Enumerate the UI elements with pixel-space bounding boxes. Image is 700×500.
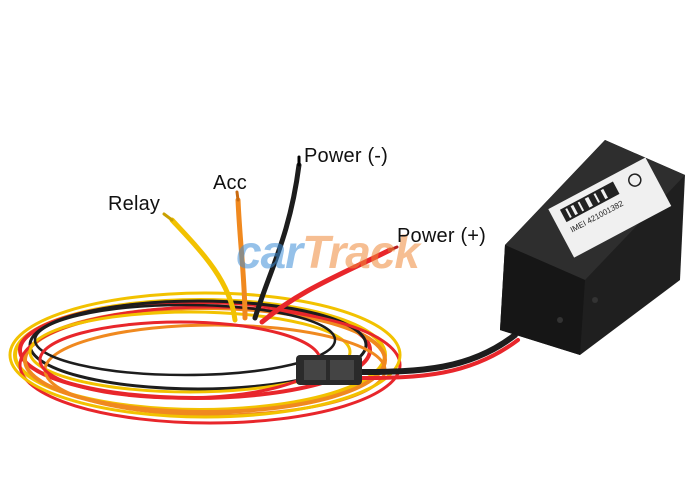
acc-wire-label: Acc [213,172,247,194]
gps-tracker-device: IMEI 421001382 [500,140,685,355]
power-positive-wire-label: Power (+) [397,225,487,247]
power-negative-wire-label: Power (-) [304,145,389,167]
relay-wire-label: Relay [108,193,161,215]
wire-connector [296,355,362,385]
lead-wires [162,155,399,325]
